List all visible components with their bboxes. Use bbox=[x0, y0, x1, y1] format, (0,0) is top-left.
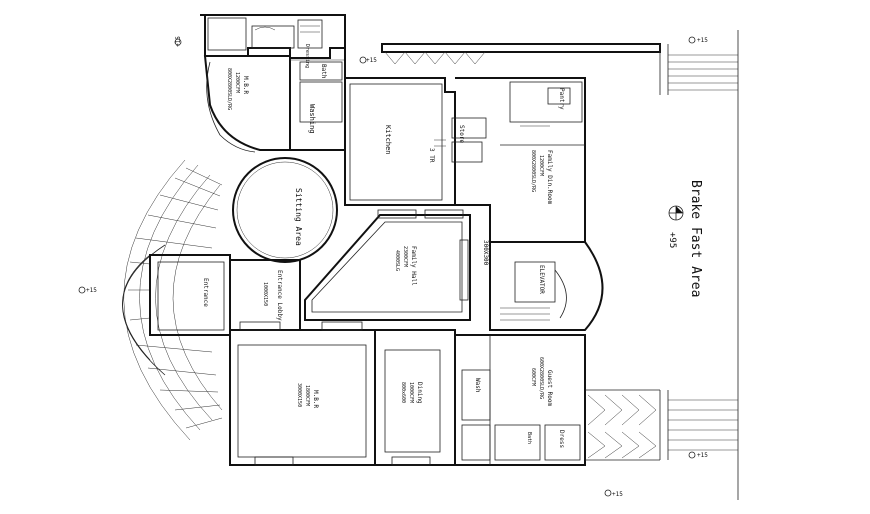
guest-room-block bbox=[454, 334, 586, 466]
family-hall-cfm: 2300CFM bbox=[402, 246, 408, 267]
entrance-block bbox=[149, 254, 301, 336]
entrance-lobby-label: Entrance Lobby bbox=[276, 270, 283, 321]
kitchen-tr-label: 3 TR bbox=[428, 148, 435, 163]
kitchen-block bbox=[344, 77, 487, 206]
dressing-top-label: Dressing bbox=[304, 44, 310, 68]
mbr-bottom-size: 3000X150 bbox=[296, 383, 302, 407]
mbr-bottom-label: M.B.R bbox=[312, 390, 319, 408]
level-left: +15 bbox=[86, 287, 97, 294]
family-hall-label: Family Hall bbox=[410, 246, 417, 286]
entrance-label: Entrance bbox=[202, 278, 209, 307]
dining-room bbox=[375, 329, 456, 466]
family-hall-grille: 4000SLG bbox=[394, 250, 400, 271]
level-markers bbox=[78, 36, 696, 497]
family-dining-grille: 800X2800SLD/RG bbox=[530, 150, 536, 192]
breakfast-area-label: Brake Fast Area bbox=[688, 180, 703, 297]
text-labels: +15 +15 +15 +15 +15 +15 +95 Brake Fast A… bbox=[86, 36, 708, 498]
family-hall bbox=[304, 209, 471, 321]
sitting-area-label: Sitting Area bbox=[294, 188, 303, 246]
level-top-right: +15 bbox=[697, 37, 708, 44]
entrance-stairs bbox=[122, 159, 223, 441]
mbr-bottom-cfm: 1800CFM bbox=[304, 385, 310, 406]
wash-label: Wash bbox=[474, 378, 481, 393]
mbr-top-grille: 800X2800SLD/RG bbox=[226, 68, 232, 110]
level-breakfast: +95 bbox=[667, 232, 677, 248]
mbr-top-label: M.B.R bbox=[242, 76, 249, 94]
dining-cfm: 1000CFM bbox=[408, 382, 414, 403]
kitchen-label: Kitchen bbox=[384, 125, 392, 155]
duct-300-label: 300X300 bbox=[482, 240, 489, 266]
elevator-label: ELEVATOR bbox=[538, 265, 545, 294]
dining-label: Dining bbox=[416, 382, 423, 404]
level-bottom: +15 bbox=[612, 491, 623, 498]
pantry-label: Pantry bbox=[558, 88, 565, 110]
family-dining-cfm: 1200CFM bbox=[538, 155, 544, 176]
entrance-lobby-size: 1000X150 bbox=[262, 282, 268, 306]
dining-size: 800x600 bbox=[400, 382, 406, 403]
top-left-annex bbox=[200, 14, 346, 59]
level-top-mid: +15 bbox=[366, 57, 377, 64]
guest-room-cfm: 600CFM bbox=[530, 368, 536, 386]
bottom-right-stairs bbox=[585, 389, 738, 461]
guest-room-grille: 600X2800SLD/RG bbox=[538, 357, 544, 399]
family-dining-label: Family Din.Room bbox=[546, 150, 553, 205]
mbr-top-cfm: 1200CFM bbox=[234, 72, 240, 93]
top-stairs bbox=[381, 30, 739, 500]
bath-top-label: Bath bbox=[320, 64, 327, 79]
level-top-left: +15 bbox=[175, 36, 182, 47]
level-bottom-right: +15 bbox=[697, 452, 708, 459]
washing-label: Washing bbox=[308, 104, 316, 134]
elevator-block bbox=[489, 241, 604, 331]
guest-room-label: Guest Room bbox=[546, 370, 553, 407]
bath-bottom-label: Bath bbox=[526, 432, 532, 444]
dress-label: Dress bbox=[558, 430, 565, 448]
sitting-area bbox=[232, 157, 338, 263]
store-label: Store bbox=[458, 125, 465, 143]
